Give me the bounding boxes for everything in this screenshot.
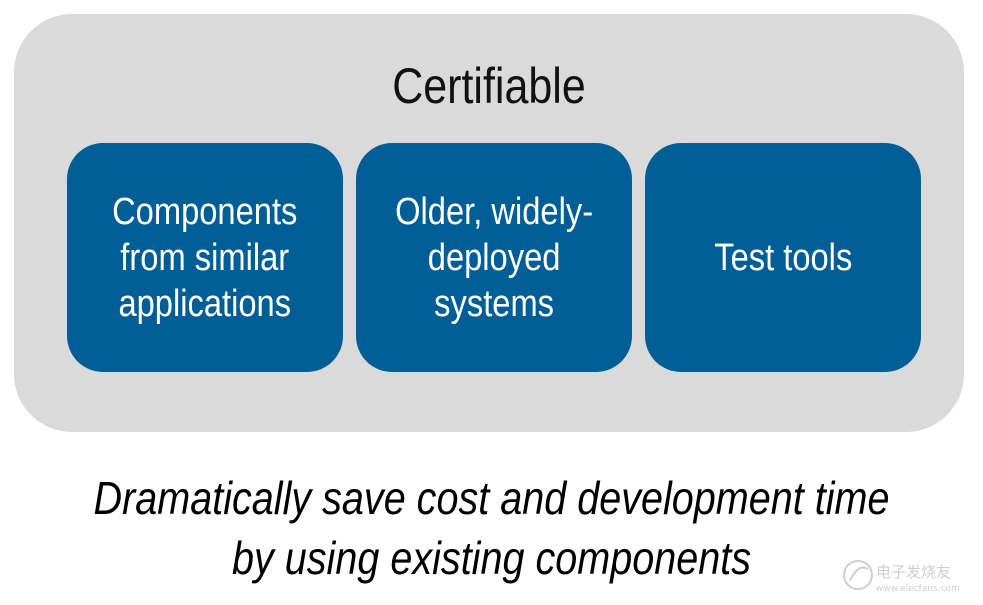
watermark-url: www.elecfans.com — [876, 584, 960, 594]
box-older-widely-deployed-systems: Older, widely- deployed systems — [356, 143, 632, 372]
caption: Dramatically save cost and development t… — [93, 472, 890, 584]
panel-title: Certifiable — [392, 58, 586, 114]
box-components-from-similar-applications: Components from similar applications — [67, 143, 343, 372]
box-label: Test tools — [713, 236, 853, 279]
box-label: Older, widely- deployed systems — [395, 190, 593, 325]
watermark-icon — [843, 560, 873, 590]
box-label: Components from similar applications — [112, 190, 298, 325]
watermark-logo: 电子发烧友 www.elecfans.com — [843, 560, 960, 594]
box-test-tools: Test tools — [645, 143, 921, 372]
watermark-text: 电子发烧友 — [876, 563, 951, 581]
